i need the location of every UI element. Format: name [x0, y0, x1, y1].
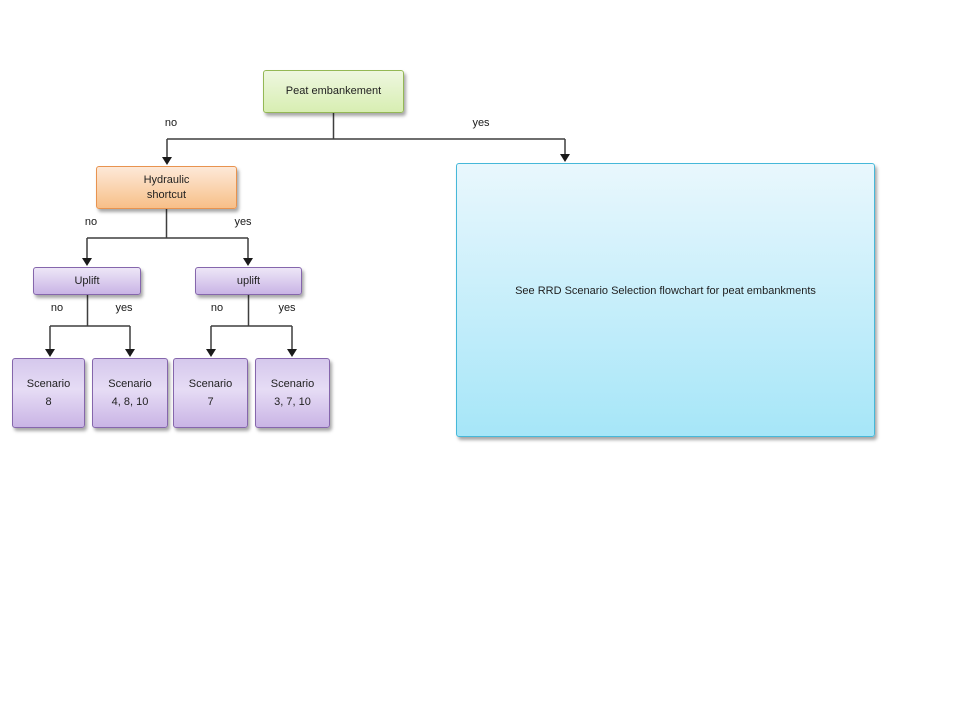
node-uplift-right-label: uplift [236, 274, 261, 287]
node-uplift-left: Uplift [33, 267, 141, 295]
edge-label-uplift-right-yes: yes [278, 302, 296, 314]
arrowhead-icon [560, 154, 570, 162]
node-hydraulic-shortcut: Hydraulic shortcut [96, 166, 237, 209]
node-scenario-8: Scenario 8 [12, 358, 85, 428]
node-scenario-7-line2: 7 [207, 396, 214, 408]
node-hydraulic-shortcut-line1: Hydraulic [143, 173, 190, 186]
arrowhead-icon [162, 157, 172, 165]
node-uplift-right: uplift [195, 267, 302, 295]
node-scenario-8-line1: Scenario [26, 378, 71, 390]
node-scenario-8-line2: 8 [45, 396, 52, 408]
node-scenario-4-8-10-line1: Scenario [108, 378, 152, 390]
node-scenario-3-7-10: Scenario 3, 7, 10 [255, 358, 330, 428]
node-scenario-4-8-10-line2: 4, 8, 10 [111, 396, 149, 408]
node-scenario-3-7-10-line1: Scenario [270, 378, 315, 390]
node-scenario-7: Scenario 7 [173, 358, 248, 428]
edge-label-uplift-left-no: no [50, 302, 64, 314]
node-peat-embankment: Peat embankement [263, 70, 404, 113]
edge-label-hydraulic-yes: yes [234, 216, 252, 228]
arrowhead-icon [243, 258, 253, 266]
node-hydraulic-shortcut-line2: shortcut [146, 188, 187, 201]
edge-label-peat-no: no [164, 117, 178, 129]
arrowhead-icon [287, 349, 297, 357]
node-scenario-4-8-10: Scenario 4, 8, 10 [92, 358, 168, 428]
edge-label-uplift-left-yes: yes [115, 302, 133, 314]
node-peat-embankment-label: Peat embankement [285, 85, 382, 97]
edge-label-uplift-right-no: no [210, 302, 224, 314]
node-see-rrd-reference: See RRD Scenario Selection flowchart for… [456, 163, 875, 437]
node-scenario-3-7-10-line2: 3, 7, 10 [274, 396, 311, 408]
edge-label-hydraulic-no: no [84, 216, 98, 228]
edge-label-peat-yes: yes [472, 117, 490, 129]
node-scenario-7-line1: Scenario [188, 378, 233, 390]
node-see-rrd-label: See RRD Scenario Selection flowchart for… [515, 284, 816, 297]
connector-peat-branch [166, 113, 566, 157]
arrowhead-icon [45, 349, 55, 357]
node-uplift-left-label: Uplift [74, 274, 100, 287]
connector-hydraulic-branch [86, 209, 249, 258]
arrowhead-icon [206, 349, 216, 357]
arrowhead-icon [125, 349, 135, 357]
arrowhead-icon [82, 258, 92, 266]
